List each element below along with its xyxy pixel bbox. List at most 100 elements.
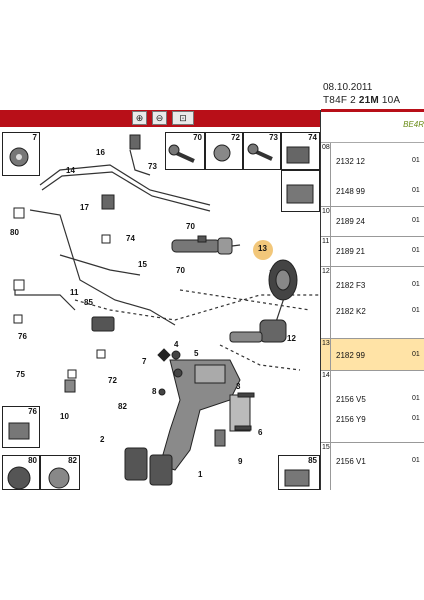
callout-7[interactable]: 7 bbox=[142, 357, 147, 366]
callout-80[interactable]: 80 bbox=[10, 228, 19, 237]
part-row-15[interactable]: 15 2156 V1 01 bbox=[321, 443, 424, 490]
part-qty: 01 bbox=[412, 307, 420, 314]
callout-12[interactable]: 12 bbox=[287, 334, 296, 343]
callout-70b[interactable]: 70 bbox=[176, 266, 185, 275]
callout-16[interactable]: 16 bbox=[96, 148, 105, 157]
diagram-toolbar: ⊕ ⊖ ⊡ bbox=[0, 110, 320, 127]
fit-icon[interactable]: ⊡ bbox=[172, 111, 194, 125]
legend-box-85[interactable]: 85 bbox=[278, 455, 320, 490]
legend-box-74b[interactable] bbox=[281, 170, 320, 212]
part-number[interactable]: 2189 24 bbox=[336, 217, 365, 226]
legend-box-82[interactable]: 82 bbox=[40, 455, 80, 490]
callout-85[interactable]: 85 bbox=[84, 298, 93, 307]
callout-6[interactable]: 6 bbox=[258, 428, 263, 437]
part-number[interactable]: 2132 12 bbox=[336, 157, 365, 166]
callout-72[interactable]: 72 bbox=[108, 376, 117, 385]
callout-17[interactable]: 17 bbox=[80, 203, 89, 212]
callout-82[interactable]: 82 bbox=[118, 402, 127, 411]
callout-1[interactable]: 1 bbox=[198, 470, 203, 479]
zoom-out-icon[interactable]: ⊖ bbox=[152, 111, 167, 125]
legend-number: 70 bbox=[193, 133, 202, 142]
part-ref: 12 bbox=[322, 268, 330, 275]
legend-box-7[interactable]: 7 bbox=[2, 132, 40, 176]
legend-number: 85 bbox=[308, 456, 317, 465]
part-row-14[interactable]: 14 2156 V5 01 2156 Y9 01 bbox=[321, 371, 424, 443]
part-row-08[interactable]: 08 2132 12 01 2148 99 01 bbox=[321, 143, 424, 207]
callout-14[interactable]: 14 bbox=[66, 166, 75, 175]
legend-box-74[interactable]: 74 bbox=[281, 132, 320, 170]
part-ref: 15 bbox=[322, 444, 330, 451]
catalog-frame: ⊕ ⊖ ⊡ bbox=[0, 82, 424, 490]
part-qty: 01 bbox=[412, 457, 420, 464]
part-ref: 13 bbox=[322, 340, 330, 347]
callout-70[interactable]: 70 bbox=[186, 222, 195, 231]
legend-box-80[interactable]: 80 bbox=[2, 455, 40, 490]
part-number[interactable]: 2182 K2 bbox=[336, 307, 366, 316]
ref-column bbox=[321, 143, 331, 206]
callout-3[interactable]: 3 bbox=[236, 382, 241, 391]
parts-diagram[interactable]: ⊕ ⊖ ⊡ bbox=[0, 110, 321, 490]
part-number[interactable]: 2148 99 bbox=[336, 187, 365, 196]
part-qty: 01 bbox=[412, 157, 420, 164]
part-number[interactable]: 2156 V5 bbox=[336, 395, 366, 404]
header-divider bbox=[321, 109, 424, 112]
ref-column bbox=[321, 267, 331, 338]
legend-number: 73 bbox=[269, 133, 278, 142]
part-row-12[interactable]: 12 2182 F3 01 2182 K2 01 bbox=[321, 267, 424, 339]
part-ref: 10 bbox=[322, 208, 330, 215]
legend-number: 82 bbox=[68, 456, 77, 465]
diagram-drawing bbox=[13, 134, 320, 486]
ref-column bbox=[321, 237, 331, 266]
ref-column bbox=[321, 371, 331, 442]
part-number[interactable]: 2156 Y9 bbox=[336, 415, 366, 424]
legend-number: 7 bbox=[32, 133, 37, 142]
legend-box-72[interactable]: 72 bbox=[205, 132, 243, 170]
model-tag-row: BE4R bbox=[321, 112, 424, 143]
part-ref: 08 bbox=[322, 144, 330, 151]
legend-box-70[interactable]: 70 bbox=[165, 132, 205, 170]
parts-list-panel: 08.10.2011 T84F 2 21M 10A BE4R 08 2132 1… bbox=[321, 82, 424, 490]
part-number[interactable]: 2156 V1 bbox=[336, 457, 366, 466]
callout-74[interactable]: 74 bbox=[126, 234, 135, 243]
callout-2[interactable]: 2 bbox=[100, 435, 105, 444]
highlight-marker bbox=[253, 240, 273, 260]
callout-11[interactable]: 11 bbox=[70, 288, 79, 297]
catalog-date: 08.10.2011 bbox=[323, 82, 373, 93]
part-qty: 01 bbox=[412, 187, 420, 194]
zoom-in-icon[interactable]: ⊕ bbox=[132, 111, 147, 125]
legend-box-73[interactable]: 73 bbox=[243, 132, 281, 170]
part-number[interactable]: 2182 99 bbox=[336, 351, 365, 360]
part-qty: 01 bbox=[412, 281, 420, 288]
ref-column bbox=[321, 207, 331, 236]
part-qty: 01 bbox=[412, 217, 420, 224]
part-qty: 01 bbox=[412, 247, 420, 254]
legend-number: 72 bbox=[231, 133, 240, 142]
callout-75[interactable]: 75 bbox=[16, 370, 25, 379]
part-ref: 14 bbox=[322, 372, 330, 379]
callout-10[interactable]: 10 bbox=[60, 412, 69, 421]
catalog-code: T84F 2 21M 10A bbox=[323, 95, 401, 106]
part-ref: 11 bbox=[322, 238, 330, 245]
legend-number: 74 bbox=[308, 133, 317, 142]
callout-9[interactable]: 9 bbox=[238, 457, 243, 466]
part-qty: 01 bbox=[412, 395, 420, 402]
part-qty: 01 bbox=[412, 351, 420, 358]
ref-column bbox=[321, 443, 331, 490]
legend-number: 76 bbox=[28, 407, 37, 416]
ref-column bbox=[321, 339, 331, 370]
part-row-10[interactable]: 10 2189 24 01 bbox=[321, 207, 424, 237]
part-number[interactable]: 2182 F3 bbox=[336, 281, 366, 290]
part-qty: 01 bbox=[412, 415, 420, 422]
callout-5[interactable]: 5 bbox=[194, 349, 199, 358]
part-row-13-selected[interactable]: 13 2182 99 01 bbox=[321, 339, 424, 371]
callout-4[interactable]: 4 bbox=[174, 340, 179, 349]
model-tag: BE4R bbox=[403, 120, 424, 129]
legend-box-76[interactable]: 76 bbox=[2, 406, 40, 448]
part-number[interactable]: 2189 21 bbox=[336, 247, 365, 256]
callout-76[interactable]: 76 bbox=[18, 332, 27, 341]
callout-15[interactable]: 15 bbox=[138, 260, 147, 269]
callout-8[interactable]: 8 bbox=[152, 387, 157, 396]
callout-73[interactable]: 73 bbox=[148, 162, 157, 171]
callout-13[interactable]: 13 bbox=[258, 244, 267, 253]
part-row-11[interactable]: 11 2189 21 01 bbox=[321, 237, 424, 267]
